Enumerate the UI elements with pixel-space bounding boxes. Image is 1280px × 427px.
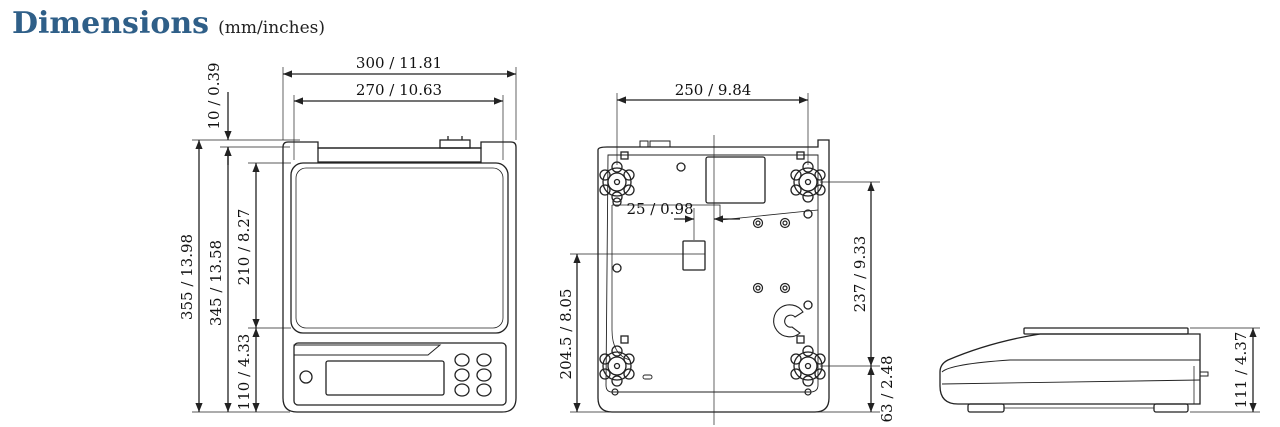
page-title: Dimensions bbox=[12, 6, 210, 41]
display-panel bbox=[293, 342, 507, 406]
dim-bottom-foot-depth: 237 / 9.33 bbox=[851, 236, 869, 313]
dim-top-display-depth: 110 / 4.33 bbox=[235, 334, 253, 411]
foot-top-right bbox=[790, 161, 826, 203]
title-row: Dimensions (mm/inches) bbox=[12, 6, 325, 41]
dim-top-width-outer: 300 / 11.81 bbox=[356, 54, 442, 72]
dim-top-depth-total: 355 / 13.98 bbox=[178, 234, 196, 320]
dim-bottom-depth-ref: 204.5 / 8.05 bbox=[557, 289, 575, 380]
foot-top-left bbox=[599, 161, 635, 203]
display-screen bbox=[325, 360, 445, 396]
dim-top-width-pan: 270 / 10.63 bbox=[356, 81, 442, 99]
side-view bbox=[939, 327, 1260, 413]
dim-side-height: 111 / 4.37 bbox=[1232, 332, 1250, 409]
dim-bottom-foot-width: 250 / 9.84 bbox=[675, 81, 752, 99]
dim-top-edge: 10 / 0.39 bbox=[205, 62, 223, 129]
foot-bottom-right bbox=[790, 345, 826, 387]
side-pan bbox=[1023, 327, 1189, 335]
weighing-pan bbox=[290, 162, 509, 334]
side-foot-left bbox=[967, 403, 1005, 413]
side-foot-right bbox=[1153, 403, 1189, 413]
bottom-view bbox=[570, 93, 880, 425]
label-plate bbox=[705, 156, 766, 204]
page-subtitle: (mm/inches) bbox=[218, 18, 326, 38]
dim-top-depth-body: 345 / 13.58 bbox=[207, 240, 225, 326]
dim-bottom-offset: 25 / 0.98 bbox=[626, 200, 693, 218]
dim-top-pan-depth: 210 / 8.27 bbox=[235, 209, 253, 286]
dim-bottom-foot-edge: 63 / 2.48 bbox=[878, 355, 896, 422]
foot-bottom-left bbox=[599, 345, 635, 387]
top-view bbox=[192, 67, 517, 413]
